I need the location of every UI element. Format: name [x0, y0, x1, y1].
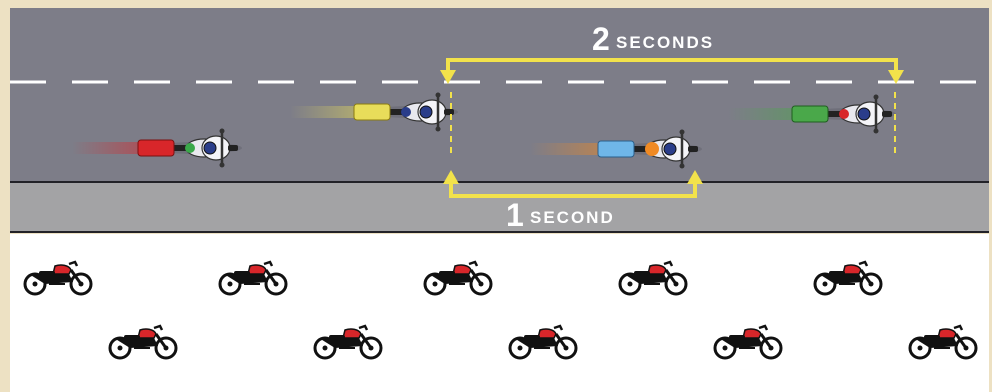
one-second-number: 1 [506, 197, 524, 233]
one-second-word: SECOND [530, 208, 615, 227]
road-shoulder [10, 183, 989, 232]
motorcycle-pattern-panel [10, 234, 989, 392]
two-seconds-word: SECONDS [616, 33, 714, 52]
two-seconds-number: 2 [592, 21, 610, 57]
